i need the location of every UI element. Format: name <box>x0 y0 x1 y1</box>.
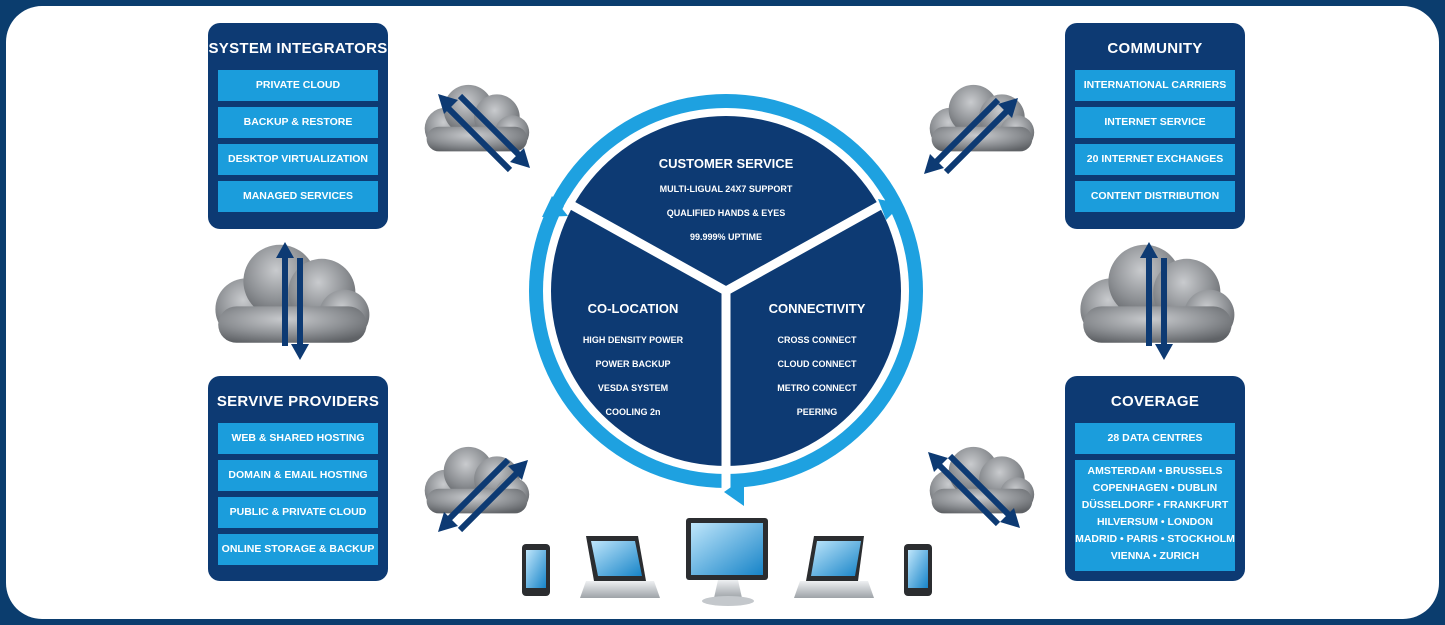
coverage-panel: COVERAGE 28 DATA CENTRES AMSTERDAM • BRU… <box>1065 376 1245 581</box>
co-location-item: VESDA SYSTEM <box>598 383 668 393</box>
service-providers-item: WEB & SHARED HOSTING <box>218 423 378 454</box>
connectivity-item: PEERING <box>797 407 838 417</box>
system-integrators-item: MANAGED SERVICES <box>218 181 378 212</box>
coverage-city-line: VIENNA • ZURICH <box>1110 550 1200 562</box>
laptop-icon <box>580 536 660 598</box>
ring-arrow-right <box>878 199 902 220</box>
diagram-frame: CUSTOMER SERVICE MULTI-LIGUAL 24X7 SUPPO… <box>6 6 1439 619</box>
customer-service-item: QUALIFIED HANDS & EYES <box>667 208 786 218</box>
coverage-city-line: MADRID • PARIS • STOCKHOLM <box>1075 533 1235 545</box>
connectivity-item: CROSS CONNECT <box>777 335 857 345</box>
community-item: INTERNATIONAL CARRIERS <box>1075 70 1235 101</box>
coverage-city-line: COPENHAGEN • DUBLIN <box>1092 482 1218 494</box>
connectivity-title: CONNECTIVITY <box>769 301 866 316</box>
ring-arrow-bottom <box>724 478 744 506</box>
system-integrators-item: DESKTOP VIRTUALIZATION <box>218 144 378 175</box>
system-integrators-panel: SYSTEM INTEGRATORS PRIVATE CLOUD BACKUP … <box>208 23 388 229</box>
coverage-city-line: AMSTERDAM • BRUSSELS <box>1087 465 1223 477</box>
customer-service-item: 99.999% UPTIME <box>690 232 762 242</box>
coverage-title: COVERAGE <box>1110 393 1200 410</box>
service-providers-panel: SERVIVE PROVIDERS WEB & SHARED HOSTING D… <box>208 376 388 581</box>
double-arrow-icon <box>276 93 1173 533</box>
coverage-city-line: HILVERSUM • LONDON <box>1096 516 1214 528</box>
co-location-title: CO-LOCATION <box>588 301 679 316</box>
ring-arrow-left <box>542 196 568 217</box>
co-location-item: COOLING 2n <box>605 407 660 417</box>
diagram-graphics: CUSTOMER SERVICE MULTI-LIGUAL 24X7 SUPPO… <box>215 84 1235 606</box>
community-title: COMMUNITY <box>1107 40 1203 57</box>
community-panel: COMMUNITY INTERNATIONAL CARRIERS INTERNE… <box>1065 23 1245 229</box>
service-providers-title: SERVIVE PROVIDERS <box>216 393 380 410</box>
divider-left <box>563 198 729 295</box>
desktop-monitor-icon <box>686 518 768 606</box>
connectivity-item: METRO CONNECT <box>777 383 857 393</box>
community-item: CONTENT DISTRIBUTION <box>1075 181 1235 212</box>
coverage-highlight: 28 DATA CENTRES <box>1075 423 1235 454</box>
customer-service-title: CUSTOMER SERVICE <box>659 156 794 171</box>
smartphone-icon <box>904 544 932 596</box>
service-providers-item: DOMAIN & EMAIL HOSTING <box>218 460 378 491</box>
service-providers-item: ONLINE STORAGE & BACKUP <box>218 534 378 565</box>
system-integrators-item: PRIVATE CLOUD <box>218 70 378 101</box>
co-location-item: HIGH DENSITY POWER <box>583 335 684 345</box>
system-integrators-item: BACKUP & RESTORE <box>218 107 378 138</box>
connectivity-item: CLOUD CONNECT <box>778 359 857 369</box>
co-location-item: POWER BACKUP <box>595 359 670 369</box>
system-integrators-title: SYSTEM INTEGRATORS <box>208 40 388 57</box>
coverage-city-line: DÜSSELDORF • FRANKFURT <box>1081 499 1229 511</box>
smartphone-icon <box>522 544 550 596</box>
community-item: INTERNET SERVICE PROVIDERS <box>1075 107 1235 159</box>
divider-right <box>723 198 889 295</box>
community-item: 20 INTERNET EXCHANGES <box>1075 144 1235 175</box>
service-providers-item: PUBLIC & PRIVATE CLOUD <box>218 497 378 528</box>
customer-service-item: MULTI-LIGUAL 24X7 SUPPORT <box>660 184 793 194</box>
coverage-cities: AMSTERDAM • BRUSSELS COPENHAGEN • DUBLIN… <box>1075 460 1235 571</box>
laptop-icon <box>794 536 874 598</box>
